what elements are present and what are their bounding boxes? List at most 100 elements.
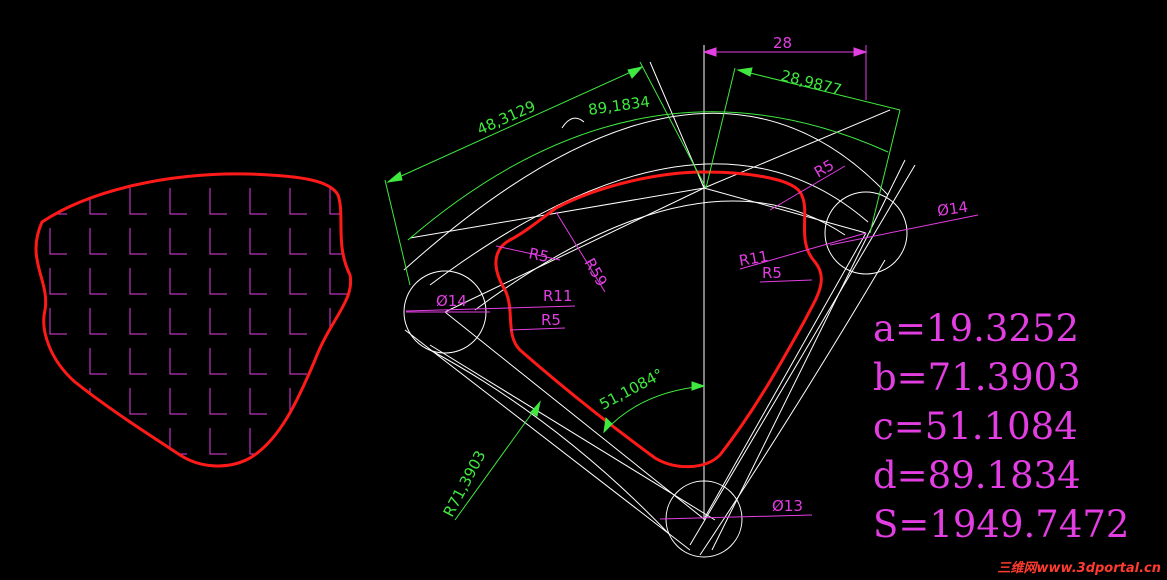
dim-28-arrow-1 (702, 47, 717, 57)
hatch-mark (129, 268, 147, 295)
dim-28-9877-arrow (736, 67, 753, 77)
hatch-mark (129, 388, 147, 415)
dim-r5-left-leader (495, 245, 561, 261)
hatched-region-outline[interactable] (34, 172, 353, 468)
hatch-mark (129, 188, 147, 215)
apex-to-left-circle (444, 187, 705, 313)
hatch-mark (49, 268, 67, 295)
dim-r71-leader (454, 401, 541, 521)
result-a: a=19.3252 (873, 307, 1080, 350)
dim-48-ext-2 (639, 61, 707, 189)
left-tangent-line-1 (404, 329, 691, 551)
dim-89-arc (407, 111, 889, 241)
hatch-mark (210, 468, 227, 494)
dim-r11-left-text: R11 (543, 287, 573, 305)
hatch-mark (330, 468, 347, 494)
hatch-mark (329, 228, 347, 255)
bottom-envelope-left (429, 349, 671, 536)
hatch-mark (329, 428, 347, 455)
hatch-mark (290, 468, 307, 494)
result-b: b=71.3903 (873, 356, 1081, 399)
hatch-mark (49, 388, 67, 415)
hatch-mark (130, 468, 147, 494)
hatch-mark (209, 188, 227, 215)
hatch-mark (169, 388, 187, 415)
dim-28-9877-ext-2 (869, 109, 901, 234)
dim-r5-top-leader (769, 165, 846, 211)
hatch-mark (209, 268, 227, 295)
dim-89-1834-text: 89,1834 (587, 93, 651, 119)
hatch-mark (249, 388, 267, 415)
hatch-mark (89, 228, 107, 255)
hatch-mark (169, 188, 187, 215)
hatch-mark (50, 468, 67, 494)
dim-r11-left-leader (405, 305, 576, 312)
hatch-mark (329, 348, 347, 375)
hatch-mark (170, 468, 187, 494)
right-tangent-line-2 (689, 164, 916, 546)
hatch-mark (329, 388, 347, 415)
hatch-mark (249, 428, 267, 455)
hatch-mark (209, 308, 227, 335)
hatch-mark (169, 228, 187, 255)
dim-dia-right-text: Ø14 (936, 198, 969, 220)
dim-dia-bottom-text: Ø13 (772, 497, 803, 515)
hatch-mark (289, 268, 307, 295)
hatch-mark (329, 268, 347, 295)
dim-r11-right-text: R11 (738, 247, 770, 270)
hatch-mark (169, 348, 187, 375)
dim-dia-right-leader (829, 214, 979, 246)
hatch-mark (289, 188, 307, 215)
dim-89-arc-symbol (561, 117, 585, 129)
left-tangent-line-2 (429, 344, 716, 521)
hatch-mark (250, 468, 267, 494)
dim-28-9877-ext (705, 67, 736, 189)
hatch-mark (249, 228, 267, 255)
dim-51-arrow-1 (603, 416, 613, 434)
right-tangent-line-1 (711, 159, 906, 551)
dim-r59-leader (555, 211, 606, 293)
hatch-mark (169, 308, 187, 335)
hatch-mark (209, 348, 227, 375)
dim-r5-left-lower-text: R5 (541, 311, 561, 329)
hatch-mark (90, 468, 107, 494)
dim-r5-left-text: R5 (527, 244, 550, 266)
hatch-mark (89, 308, 107, 335)
dim-r5-right-leader (759, 279, 813, 283)
dim-28-9877-text: 28,9877 (779, 66, 844, 98)
hatch-mark (89, 428, 107, 455)
results-list: a=19.3252 b=71.3903 c=51.1084 d=89.1834 … (873, 304, 1129, 549)
right-tangent-line-3 (703, 232, 867, 520)
dim-r71-text: R71,3903 (440, 447, 490, 519)
dim-r5-right-text: R5 (762, 264, 782, 282)
dim-51-arrow-2 (691, 381, 706, 391)
result-c: c=51.1084 (873, 405, 1078, 448)
right-circle (824, 191, 908, 275)
hatch-mark (289, 228, 307, 255)
dim-28-text: 28 (773, 34, 792, 52)
dim-48-ext-1 (384, 179, 411, 286)
red-profile-contour[interactable] (494, 170, 823, 469)
hatch-mark (89, 348, 107, 375)
dim-r11-right-leader (739, 232, 867, 270)
dim-48-arrow-1 (386, 171, 403, 183)
hatch-mark (209, 228, 227, 255)
dim-r5-left-lower-leader (509, 327, 566, 331)
left-tangent-line-3 (444, 311, 705, 520)
dim-28-9877-line (737, 69, 901, 111)
hatch-mark (129, 228, 147, 255)
hatch-mark (49, 308, 67, 335)
magenta-dimensions (405, 45, 979, 520)
site-watermark: 三维网www.3dportal.cn (997, 561, 1161, 576)
result-area: S=1949.7472 (873, 503, 1130, 546)
result-d: d=89.1834 (873, 454, 1081, 497)
hatch-mark (289, 428, 307, 455)
dim-r71-arrow (530, 400, 541, 417)
dim-51-angle-text: 51,1084° (596, 365, 666, 414)
hatch-mark (89, 268, 107, 295)
green-dimensions (384, 61, 901, 521)
dim-28-arrow-2 (853, 47, 868, 57)
dim-48-line (387, 66, 643, 183)
